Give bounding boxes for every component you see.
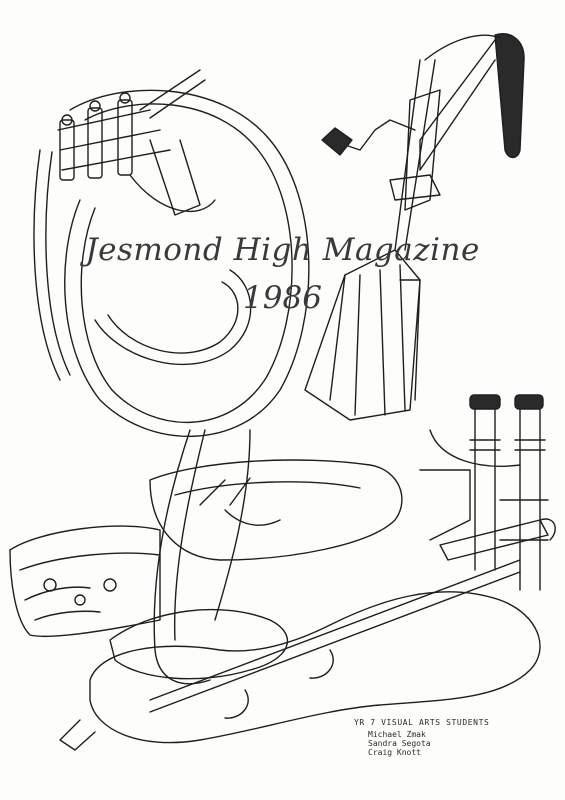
artwork-credits: YR 7 VISUAL ARTS STUDENTS Michael Zmak S… — [354, 718, 489, 757]
artist-name: Sandra Segota — [368, 739, 431, 748]
eggbeater-icon — [304, 33, 525, 421]
artwork-credit-heading: YR 7 VISUAL ARTS STUDENTS — [354, 718, 490, 727]
artist-name: Michael Zmak — [368, 730, 426, 739]
shoe-icon — [149, 459, 403, 561]
trumpet-valves-icon — [419, 394, 549, 591]
french-horn-icon — [33, 69, 310, 685]
magazine-title: Jesmond High Magazine — [85, 232, 480, 268]
violin-icon — [59, 518, 556, 751]
artist-list: Michael Zmak Sandra Segota Craig Knott — [368, 730, 489, 757]
magazine-year: 1986 — [243, 280, 322, 316]
pouch-icon — [9, 525, 161, 638]
artist-name: Craig Knott — [368, 748, 421, 757]
